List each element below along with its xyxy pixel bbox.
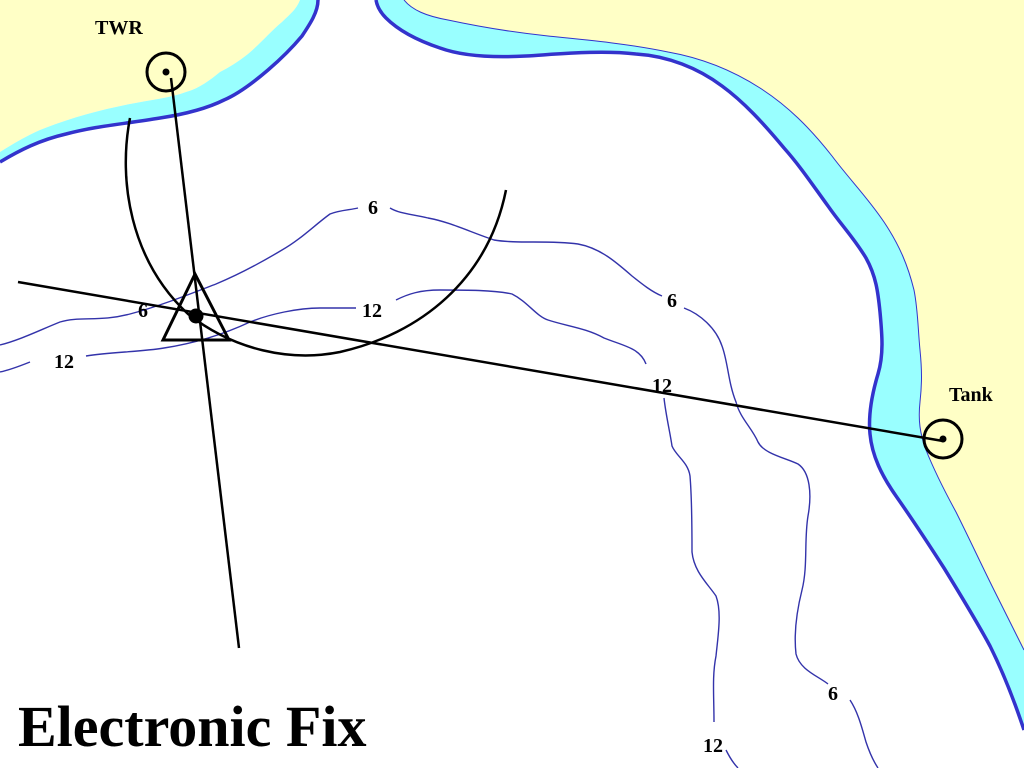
tower-dot: [162, 68, 170, 76]
tank-label: Tank: [949, 384, 994, 406]
tower-symbol: [145, 51, 187, 93]
contour-12-mid-right: [395, 289, 647, 365]
range-arc: [124, 117, 508, 357]
contour-6-bottom: [849, 699, 879, 768]
depth-label: 12: [54, 351, 74, 373]
shoal-left: [0, 0, 318, 162]
fix-position-dot: [188, 308, 204, 324]
lop-tower-bearing: [169, 77, 241, 649]
contour-6-right: [683, 307, 829, 685]
depth-label: 6: [368, 197, 378, 219]
land-left: [0, 0, 300, 152]
coastline-left: [0, 0, 320, 164]
page-title: Electronic Fix: [18, 694, 366, 759]
land-right: [404, 0, 1024, 650]
tank-dot: [939, 435, 947, 443]
coastline-right: [374, 0, 1024, 731]
depth-label: 6: [667, 290, 677, 312]
contour-12-bottom: [725, 749, 739, 768]
fix-triangle-icon: [160, 270, 232, 342]
depth-label: 12: [362, 300, 382, 322]
contour-12-right: [663, 397, 720, 723]
coastline-right-inner: [403, 0, 1024, 651]
tower-label: TWR: [95, 17, 143, 39]
depth-label: 6: [828, 683, 838, 705]
tank-symbol: [922, 418, 964, 460]
depth-label: 6: [138, 300, 148, 322]
contour-6-upper: [0, 207, 359, 346]
shoal-right: [376, 0, 1024, 730]
depth-label: 12: [703, 735, 723, 757]
contour-12-left: [0, 361, 31, 373]
lop-tank-bearing: [17, 280, 944, 443]
contour-6-upper-right: [389, 207, 663, 297]
